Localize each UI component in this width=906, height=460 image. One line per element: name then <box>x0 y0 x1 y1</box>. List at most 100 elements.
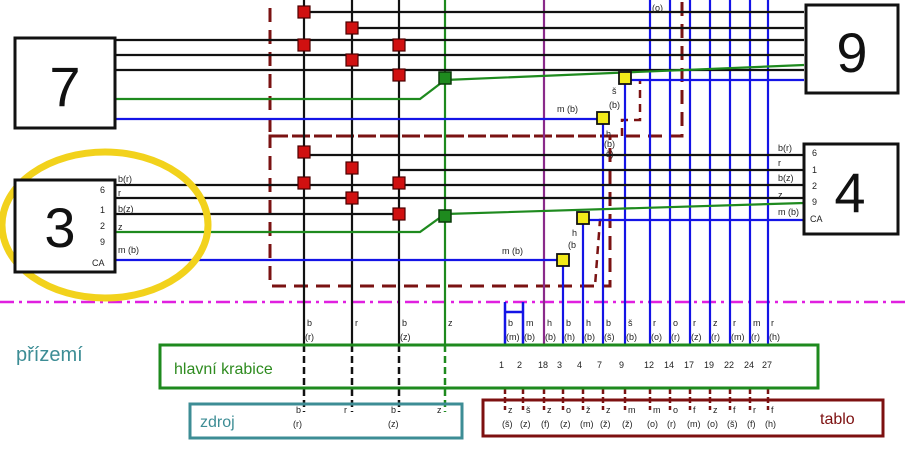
main-box-top-sublabel: (o) <box>651 332 662 342</box>
yellow-junction-node <box>576 211 590 225</box>
power-label: z <box>437 405 442 415</box>
main-box-top-sublabel: (h) <box>769 332 780 342</box>
device-7-number: 7 <box>49 55 80 118</box>
device-7-wires <box>115 10 805 121</box>
box3-wire-label-5: m (b) <box>118 245 139 255</box>
highlight-ellipse <box>0 148 212 302</box>
main-box-top-label: r <box>733 318 736 328</box>
floor-label: přízemí <box>16 344 83 366</box>
terminal-number: 2 <box>517 360 522 370</box>
main-box-top-label: b <box>508 318 513 328</box>
box3-wire-label-2: r <box>118 188 121 198</box>
red-junction-node <box>345 191 359 205</box>
device-9-number: 9 <box>836 21 867 84</box>
board-wire-sublabel: (f) <box>747 419 756 429</box>
terminal-number: 24 <box>744 360 754 370</box>
mid-wire-label-upper: m (b) <box>557 104 578 114</box>
upper-junction-label-1: š <box>612 86 617 96</box>
main-box-top-label: b <box>307 318 312 328</box>
terminal-number: 3 <box>557 360 562 370</box>
board-wire-label: š <box>526 405 531 415</box>
terminal-number: 27 <box>762 360 772 370</box>
main-box-top-sublabel: (r) <box>305 332 314 342</box>
main-box-top-sublabel: (r) <box>751 332 760 342</box>
terminal-number: 14 <box>664 360 674 370</box>
main-box-top-sublabel: (z) <box>400 332 411 342</box>
power-source-outline <box>188 402 464 440</box>
power-label: b <box>391 405 396 415</box>
lower-junction-label-1: h <box>572 228 577 238</box>
device-4-pin-3: 2 <box>812 181 817 191</box>
upper-junction-frame <box>268 0 684 138</box>
board-wire-sublabel: (r) <box>667 419 676 429</box>
main-box-outline <box>158 343 820 390</box>
main-box-top-sublabel: (r) <box>671 332 680 342</box>
power-source-label: zdroj <box>200 414 235 431</box>
board-labels: z(š)š(z)z(f)o(z)ž(m)z(ž)m(ž)m(o)o(r)f(m)… <box>502 405 776 429</box>
upper-junction-label-5: š) <box>606 149 614 159</box>
wire-labels: b(r) r b(z) z m (b) b(r) r b(z) z m (b) … <box>118 3 799 256</box>
red-junction-node <box>392 68 406 82</box>
lower-junction-label-2: (b <box>568 240 576 250</box>
board-wire-label: f <box>771 405 774 415</box>
lower-frame-tab <box>585 218 610 288</box>
board-wire-label: o <box>673 405 678 415</box>
board-wire-sublabel: (o) <box>647 419 658 429</box>
terminal-number: 19 <box>704 360 714 370</box>
main-box-top-label: h <box>586 318 591 328</box>
main-box-top-sublabel: (š) <box>604 332 615 342</box>
board-wire-label: m <box>628 405 636 415</box>
device-4-pin-1: 6 <box>812 148 817 158</box>
board-outline <box>481 398 885 438</box>
device-3-number: 3 <box>44 196 75 259</box>
main-box-top-sublabel: (z) <box>691 332 702 342</box>
device-7: 7 <box>13 36 117 130</box>
upper-frame-tab <box>620 80 642 136</box>
main-box-top-sublabel: (b) <box>545 332 556 342</box>
device-9-box <box>804 3 900 95</box>
upper-junction-label-2: (b) <box>609 100 620 110</box>
green-junction-node <box>438 71 452 85</box>
main-box-top-label: r <box>653 318 656 328</box>
upper-junction-label-3: h <box>606 129 611 139</box>
device-3-pin-4: 9 <box>100 237 105 247</box>
terminal-number: 22 <box>724 360 734 370</box>
box4-wire-label-4: z <box>778 190 783 200</box>
red-junction-node <box>345 21 359 35</box>
red-junction-node <box>297 145 311 159</box>
device-9: 9 <box>804 3 900 95</box>
board-wire-label: m <box>653 405 661 415</box>
main-box-top-label: r <box>693 318 696 328</box>
board-wire-label: z <box>713 405 718 415</box>
main-box-top-sublabel: (m) <box>506 332 520 342</box>
device-7-box <box>13 36 117 130</box>
board-wire-sublabel: (š) <box>727 419 738 429</box>
board-wire-label: ž <box>586 405 591 415</box>
board-wire-label: z <box>547 405 552 415</box>
board-wire-sublabel: (z) <box>520 419 531 429</box>
terminal-number: 9 <box>619 360 624 370</box>
upper-junction-label-4: (b) <box>604 139 615 149</box>
terminal-number: 7 <box>597 360 602 370</box>
box4-wire-label-3: b(z) <box>778 173 794 183</box>
terminal-number: 1 <box>499 360 504 370</box>
box4-wire-label-1: b(r) <box>778 143 792 153</box>
board-wire-sublabel: (m) <box>687 419 701 429</box>
device-3-pin-5: CA <box>92 258 105 268</box>
main-box-top-sublabel: (b) <box>626 332 637 342</box>
green-junction-node <box>438 209 452 223</box>
device-3-wires <box>115 153 805 262</box>
device-4: 4 6 1 2 9 CA <box>802 142 900 236</box>
device-4-number: 4 <box>834 161 865 224</box>
box4-wire-label-2: r <box>778 158 781 168</box>
top-right-wire-label: (o) <box>652 3 663 13</box>
yellow-junction-node <box>596 111 610 125</box>
board-wire-label: f <box>693 405 696 415</box>
main-box-top-sublabel: (m) <box>731 332 745 342</box>
trunk-wires <box>302 0 546 412</box>
mid-wire-label-lower: m (b) <box>502 246 523 256</box>
device-4-box <box>802 142 900 236</box>
